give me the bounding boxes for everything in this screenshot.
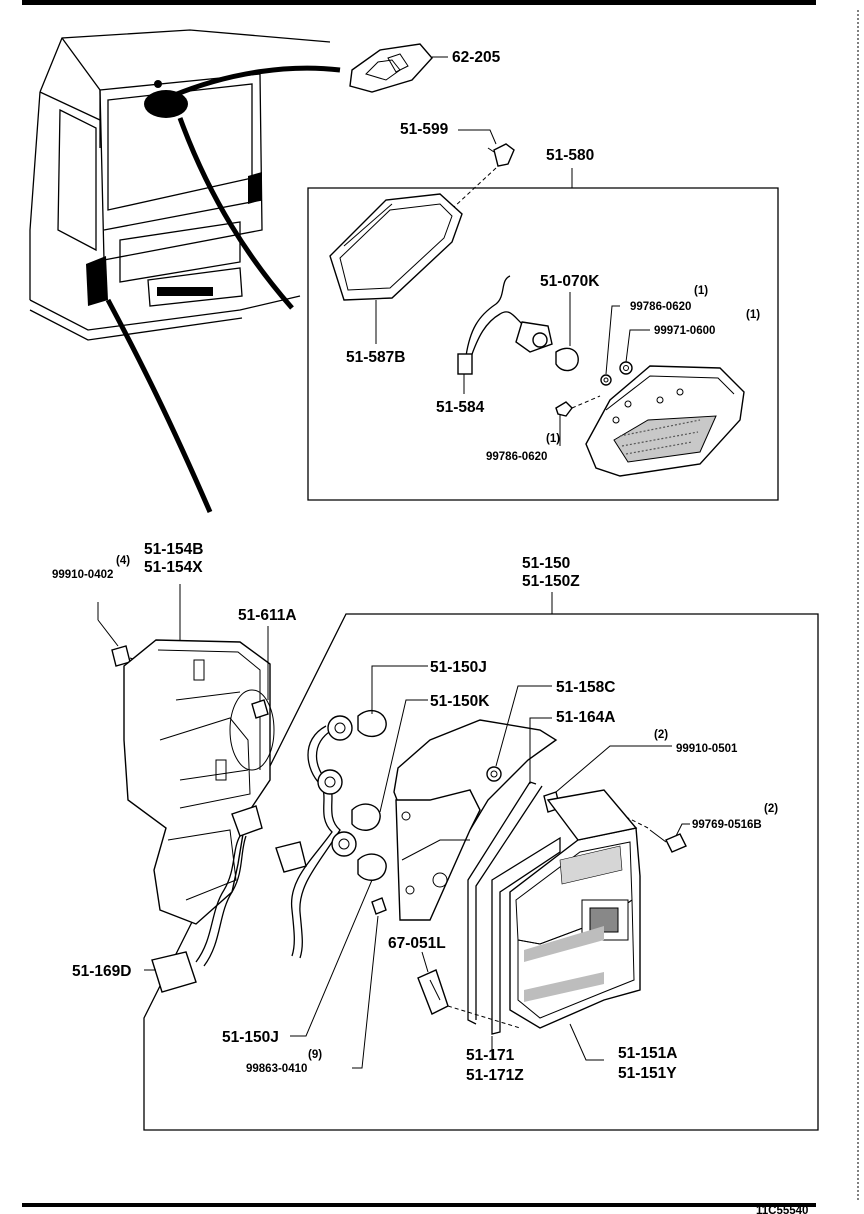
frame-51-150 <box>143 613 819 1131</box>
label-51-171: 51-171 <box>466 1047 515 1064</box>
lamp-base-part <box>393 719 558 921</box>
label-99769-0516b: 99769-0516B <box>692 819 762 831</box>
lens-51-151a-part <box>509 789 641 1029</box>
footer-code: 11C55540 <box>756 1205 808 1214</box>
label-51-164a: 51-164A <box>556 709 615 726</box>
label-51-587b: 51-587B <box>346 349 405 366</box>
label-99971-0600: 99971-0600 <box>654 325 715 337</box>
nut-99971-0600-part <box>619 361 633 375</box>
relay-67-051l-part <box>417 969 449 1015</box>
label-51-611a: 51-611A <box>238 607 297 624</box>
grommet-51-158c-part <box>486 766 502 782</box>
label-screw-top-qty: (1) <box>694 285 708 297</box>
leader-99863-0410 <box>352 915 379 1069</box>
label-nut-qty: (1) <box>746 309 760 321</box>
screw-99786-0620-bottom-part <box>555 401 573 417</box>
license-lamp-part <box>349 43 433 93</box>
label-51-151y: 51-151Y <box>618 1065 677 1082</box>
leader-51-150k <box>379 699 428 813</box>
leader-99910-0402-b <box>97 619 119 647</box>
label-51-158c: 51-158C <box>556 679 615 696</box>
high-mount-lamp-body-part <box>585 365 745 477</box>
screw-51-599-part <box>487 143 515 167</box>
label-51-599: 51-599 <box>400 121 449 138</box>
label-51-150: 51-150 <box>522 555 570 572</box>
label-51-154x: 51-154X <box>144 559 203 576</box>
label-51-150k: 51-150K <box>430 693 490 710</box>
label-51-151a: 51-151A <box>618 1045 677 1062</box>
label-99863-0410: 99863-0410 <box>246 1063 307 1075</box>
harness-51-169d-part <box>151 805 263 993</box>
label-screw-0410-qty: (9) <box>308 1049 322 1061</box>
label-51-154b: 51-154B <box>144 541 203 558</box>
label-screw-0516b-qty: (2) <box>764 803 778 815</box>
label-51-169d: 51-169D <box>72 963 131 980</box>
bulb-51-070k-part <box>555 347 579 372</box>
leader-51-599 <box>458 129 497 145</box>
housing-51-587b-part <box>329 193 463 301</box>
label-99910-0501: 99910-0501 <box>676 743 738 755</box>
leader-51-150j-top <box>371 665 428 714</box>
leader-99971-0600 <box>625 329 650 363</box>
label-99786-0620-bottom: 99786-0620 <box>486 451 547 463</box>
fastener-51-611a-part <box>251 699 269 719</box>
harness-51-584-part <box>457 275 553 375</box>
label-99786-0620-top: 99786-0620 <box>630 301 691 313</box>
label-51-150z: 51-150Z <box>522 573 580 590</box>
leader-51-151a <box>569 1023 604 1061</box>
screw-99769-0516b-part <box>649 829 687 853</box>
gasket-51-164a-part <box>467 781 543 1025</box>
label-99910-0402: 99910-0402 <box>52 569 113 581</box>
leader-99769-0516b <box>675 823 690 837</box>
bottom-border-bar <box>22 1203 816 1207</box>
leader-99786-0620-top <box>605 305 620 375</box>
bulb-51-150j-bottom-part <box>357 853 387 881</box>
label-screw-bottom-qty: (1) <box>546 433 560 445</box>
frame-51-580 <box>307 187 779 501</box>
socket-harness-part <box>275 715 357 959</box>
bulb-51-150j-top-part <box>357 710 387 737</box>
top-border-bar <box>22 0 816 5</box>
screw-99863-0410-part <box>371 897 387 915</box>
leader-99910-0501 <box>555 745 672 793</box>
bulb-51-150k-part <box>351 803 381 831</box>
label-62-205: 62-205 <box>452 49 501 66</box>
leader-51-158c <box>495 685 552 767</box>
van-rear-illustration <box>29 29 341 513</box>
label-51-150j-top: 51-150J <box>430 659 487 676</box>
label-clip-0501-qty: (2) <box>654 729 668 741</box>
label-51-150j-bottom: 51-150J <box>222 1029 279 1046</box>
label-51-584: 51-584 <box>436 399 485 416</box>
label-51-580: 51-580 <box>546 147 594 164</box>
label-67-051l: 67-051L <box>388 935 446 952</box>
leader-67-051l <box>421 951 429 973</box>
bracket-51-154b-part <box>123 639 275 925</box>
seal-51-171-part <box>491 836 561 1035</box>
leader-51-164a <box>529 717 552 784</box>
label-51-070k: 51-070K <box>540 273 600 290</box>
label-clip-qty: (4) <box>116 555 130 567</box>
label-51-171z: 51-171Z <box>466 1067 524 1084</box>
screw-99786-0620-top-part <box>600 374 612 386</box>
leader-51-150j-bottom <box>290 879 373 1037</box>
